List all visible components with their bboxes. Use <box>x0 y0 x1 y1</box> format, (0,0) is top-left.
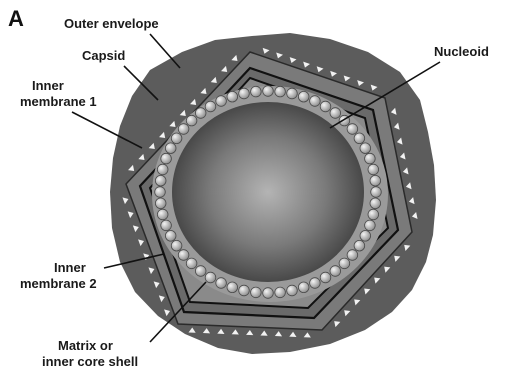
matrix-bead <box>157 209 168 220</box>
matrix-bead <box>216 96 227 107</box>
label-outer-envelope: Outer envelope <box>64 16 159 31</box>
matrix-bead <box>354 133 365 144</box>
matrix-bead <box>298 91 309 102</box>
matrix-bead <box>251 287 262 298</box>
matrix-bead <box>370 175 381 186</box>
label-inner-membrane-1-line1: Inner <box>32 78 64 93</box>
matrix-bead <box>275 86 286 97</box>
matrix-bead <box>165 143 176 154</box>
matrix-bead <box>178 124 189 135</box>
matrix-bead <box>227 282 238 293</box>
matrix-bead <box>205 101 216 112</box>
matrix-bead <box>365 153 376 164</box>
label-matrix-line2: inner core shell <box>42 354 138 369</box>
matrix-bead <box>368 164 379 175</box>
matrix-bead <box>287 88 298 99</box>
matrix-bead <box>347 124 358 135</box>
matrix-bead <box>239 88 250 99</box>
matrix-bead <box>354 240 365 251</box>
label-inner-membrane-2-line2: membrane 2 <box>20 276 97 291</box>
matrix-bead <box>320 101 331 112</box>
matrix-bead <box>370 198 381 209</box>
panel-letter: A <box>8 6 24 31</box>
label-nucleoid: Nucleoid <box>434 44 489 59</box>
matrix-bead <box>320 272 331 283</box>
matrix-bead <box>171 240 182 251</box>
matrix-bead <box>365 220 376 231</box>
matrix-bead <box>263 86 274 97</box>
matrix-bead <box>368 209 379 220</box>
matrix-bead <box>155 175 166 186</box>
matrix-bead <box>178 250 189 261</box>
matrix-bead <box>155 198 166 209</box>
matrix-bead <box>275 287 286 298</box>
matrix-bead <box>205 272 216 283</box>
matrix-bead <box>360 231 371 242</box>
matrix-bead <box>310 96 321 107</box>
label-inner-membrane-2-line1: Inner <box>54 260 86 275</box>
matrix-bead <box>161 153 172 164</box>
matrix-bead <box>157 164 168 175</box>
matrix-bead <box>330 108 341 119</box>
matrix-bead <box>310 278 321 289</box>
matrix-bead <box>287 285 298 296</box>
matrix-bead <box>330 266 341 277</box>
matrix-bead <box>216 278 227 289</box>
matrix-bead <box>227 91 238 102</box>
matrix-bead <box>195 108 206 119</box>
matrix-bead <box>186 258 197 269</box>
matrix-bead <box>339 258 350 269</box>
label-inner-membrane-1-line2: membrane 1 <box>20 94 97 109</box>
matrix-bead <box>371 187 382 198</box>
matrix-bead <box>239 285 250 296</box>
label-capsid: Capsid <box>82 48 125 63</box>
matrix-bead <box>251 86 262 97</box>
nucleoid <box>172 102 364 282</box>
matrix-bead <box>360 143 371 154</box>
matrix-bead <box>155 187 166 198</box>
matrix-bead <box>347 250 358 261</box>
matrix-bead <box>298 282 309 293</box>
matrix-bead <box>195 266 206 277</box>
matrix-bead <box>161 220 172 231</box>
matrix-bead <box>186 115 197 126</box>
matrix-bead <box>171 133 182 144</box>
matrix-bead <box>263 288 274 299</box>
label-matrix-line1: Matrix or <box>58 338 113 353</box>
matrix-bead <box>165 231 176 242</box>
